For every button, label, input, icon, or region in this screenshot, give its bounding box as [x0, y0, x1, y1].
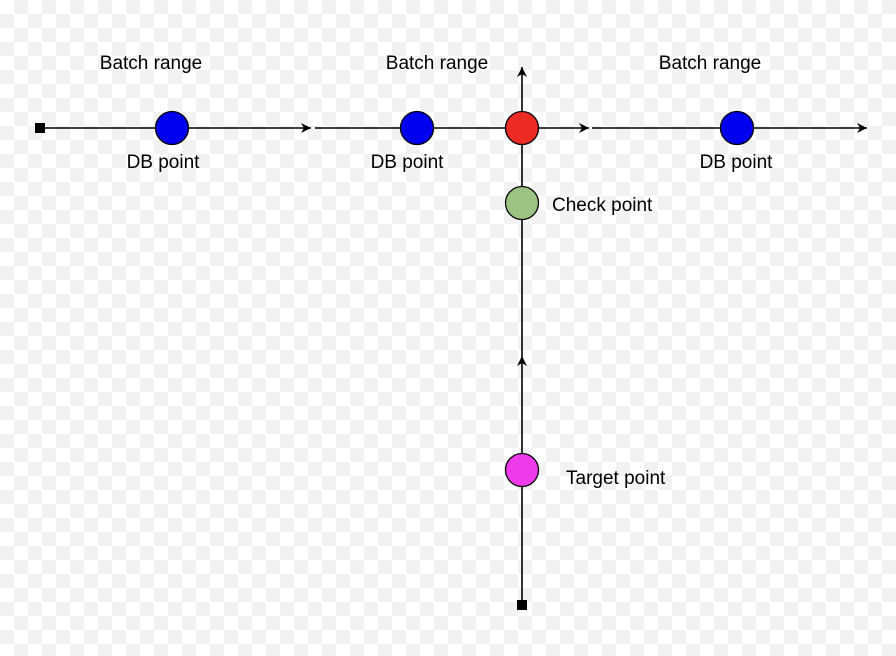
db-point-label-3: DB point: [700, 152, 774, 173]
batch-range-label-1: Batch range: [100, 53, 202, 74]
db-point-1: [154, 110, 190, 146]
db-point-2: [399, 110, 435, 146]
vertical-start-marker: [517, 600, 527, 610]
db-point-label-1: DB point: [127, 152, 201, 173]
check-point-label: Check point: [552, 195, 653, 216]
db-point-label-2: DB point: [371, 152, 445, 173]
batch-range-label-3: Batch range: [659, 53, 761, 74]
check-point: [504, 185, 540, 221]
batch-range-label-2: Batch range: [386, 53, 488, 74]
intersection-point: [504, 110, 540, 146]
db-point-3: [719, 110, 755, 146]
horizontal-start-marker: [35, 123, 45, 133]
target-point: [504, 452, 540, 488]
target-point-label: Target point: [566, 468, 666, 489]
